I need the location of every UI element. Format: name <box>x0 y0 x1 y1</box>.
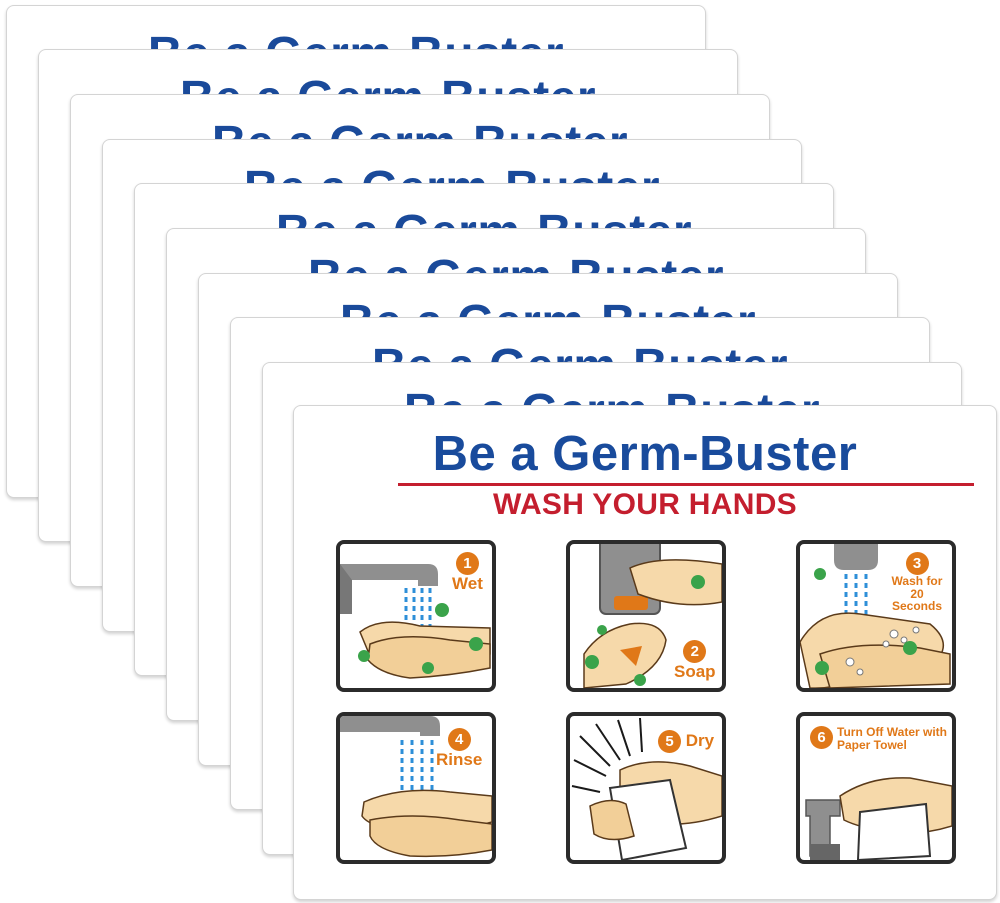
germ-icon <box>422 662 434 674</box>
step-label: Dry <box>685 730 715 750</box>
step-soap-label: 2 Soap <box>674 640 716 681</box>
germ-icon <box>691 575 705 589</box>
step-label: Turn Off Water with Paper Towel <box>837 725 947 752</box>
wet-hands-illustration <box>340 564 491 679</box>
rinse-hands-illustration <box>340 716 492 858</box>
step-label: Soap <box>674 662 716 681</box>
sign-title: Be a Germ-Buster <box>432 427 858 481</box>
step-panel-wet: 1 Wet <box>336 540 496 692</box>
germ-icon <box>634 674 646 686</box>
step-turn-off-label: 6 Turn Off Water with Paper Towel <box>810 726 952 751</box>
germ-icon <box>358 650 370 662</box>
step-number-badge: 6 <box>810 726 833 749</box>
step-number-badge: 2 <box>683 640 707 663</box>
sign-card-front: Be a Germ-Buster WASH YOUR HANDS 1 Wet <box>293 405 997 900</box>
step-panel-wash: 3 Wash for 20 Seconds <box>796 540 956 692</box>
step-label: Wet <box>452 574 483 593</box>
turn-off-faucet-illustration <box>805 777 952 860</box>
step-wash-label: 3 Wash for 20 Seconds <box>886 552 948 613</box>
germ-icon <box>903 641 917 655</box>
sign-subtitle: WASH YOUR HANDS <box>493 488 797 521</box>
step-number-badge: 1 <box>455 552 479 575</box>
step-panel-soap: 2 Soap <box>566 540 726 692</box>
germ-icon <box>815 661 829 675</box>
step-number-badge: 4 <box>447 728 471 751</box>
step-label: Rinse <box>436 750 483 769</box>
germ-icon <box>585 655 599 669</box>
dry-hands-illustration <box>571 717 722 860</box>
step-number-badge: 5 <box>658 730 681 753</box>
germ-icon <box>435 603 449 617</box>
step-rinse-label: 4 Rinse <box>436 728 482 769</box>
soap-dispenser-illustration <box>583 544 722 688</box>
step-label: Wash for 20 Seconds <box>891 574 943 614</box>
germ-icon <box>814 568 826 580</box>
step-panel-rinse: 4 Rinse <box>336 712 496 864</box>
step-panel-turn-off: 6 Turn Off Water with Paper Towel <box>796 712 956 864</box>
wash-hands-illustration <box>800 544 951 688</box>
step-panel-dry: 5 Dry <box>566 712 726 864</box>
title-divider <box>398 483 974 486</box>
step-dry-label: 5 Dry <box>658 730 714 753</box>
step-number-badge: 3 <box>905 552 929 575</box>
germ-icon <box>597 625 607 635</box>
step-wet-label: 1 Wet <box>452 552 483 593</box>
germ-icon <box>469 637 483 651</box>
